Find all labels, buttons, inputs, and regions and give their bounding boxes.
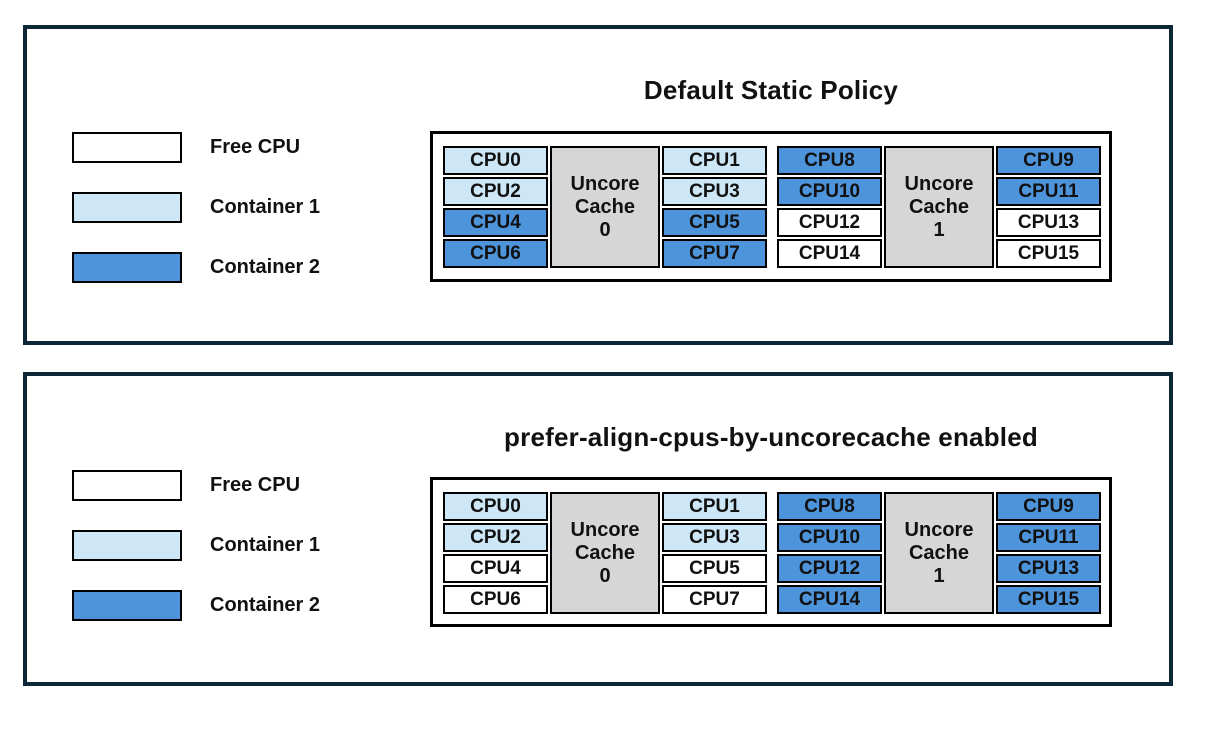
legend-swatch-free-cpu: [72, 470, 182, 501]
cpu-topology-diagram: CPU0 CPU2 CPU4 CPU6 Uncore Cache 0 CPU1 …: [430, 131, 1112, 282]
uncore-cache-0-box: Uncore Cache 0: [550, 492, 660, 614]
cpu-cell: CPU1: [662, 492, 767, 521]
cpu-cell: CPU12: [777, 208, 882, 237]
cpu-cell: CPU10: [777, 523, 882, 552]
legend-item-container-1: Container 1: [72, 192, 320, 223]
cpu-cell: CPU3: [662, 523, 767, 552]
legend-swatch-free-cpu: [72, 132, 182, 163]
cache-label-line: Uncore: [904, 172, 974, 195]
cpu-cell: CPU4: [443, 554, 548, 583]
legend-swatch-container-2: [72, 252, 182, 283]
cache-label-line: Cache: [574, 541, 636, 564]
legend-item-free-cpu: Free CPU: [72, 132, 320, 163]
cpu-cell: CPU9: [996, 146, 1101, 175]
uncore-cache-group-0: CPU0 CPU2 CPU4 CPU6 Uncore Cache 0 CPU1 …: [443, 492, 767, 614]
cpu-column-left: CPU0 CPU2 CPU4 CPU6: [443, 492, 548, 614]
cpu-cell: CPU13: [996, 208, 1101, 237]
cpu-column-right: CPU9 CPU11 CPU13 CPU15: [996, 146, 1101, 268]
panel-title: Default Static Policy: [643, 75, 899, 105]
cache-label-line: Cache: [574, 195, 636, 218]
cpu-cell: CPU6: [443, 239, 548, 268]
legend: Free CPU Container 1 Container 2: [72, 470, 320, 621]
cpu-topology-diagram: CPU0 CPU2 CPU4 CPU6 Uncore Cache 0 CPU1 …: [430, 477, 1112, 627]
cpu-column-left: CPU0 CPU2 CPU4 CPU6: [443, 146, 548, 268]
cpu-column-right: CPU9 CPU11 CPU13 CPU15: [996, 492, 1101, 614]
uncore-cache-group-0: CPU0 CPU2 CPU4 CPU6 Uncore Cache 0 CPU1 …: [443, 146, 767, 268]
legend-label: Container 1: [210, 196, 321, 218]
legend-label: Container 2: [210, 594, 321, 616]
legend-label: Free CPU: [210, 136, 301, 158]
legend-item-free-cpu: Free CPU: [72, 470, 320, 501]
cpu-cell: CPU15: [996, 585, 1101, 614]
cpu-cell: CPU6: [443, 585, 548, 614]
cpu-cell: CPU3: [662, 177, 767, 206]
cache-label-line: Uncore: [570, 518, 640, 541]
uncore-cache-group-1: CPU8 CPU10 CPU12 CPU14 Uncore Cache 1 CP…: [777, 146, 1101, 268]
legend-item-container-2: Container 2: [72, 590, 320, 621]
uncore-cache-1-box: Uncore Cache 1: [884, 492, 994, 614]
cpu-cell: CPU12: [777, 554, 882, 583]
uncore-cache-1-box: Uncore Cache 1: [884, 146, 994, 268]
uncore-cache-0-box: Uncore Cache 0: [550, 146, 660, 268]
cache-label-line: 0: [599, 218, 611, 241]
cache-label-line: Uncore: [904, 518, 974, 541]
panel-prefer-align-uncorecache: prefer-align-cpus-by-uncorecache enabled…: [23, 372, 1173, 686]
cpu-cell: CPU5: [662, 208, 767, 237]
cpu-column-left: CPU8 CPU10 CPU12 CPU14: [777, 146, 882, 268]
cpu-column-left: CPU8 CPU10 CPU12 CPU14: [777, 492, 882, 614]
cpu-cell: CPU1: [662, 146, 767, 175]
legend-swatch-container-1: [72, 192, 182, 223]
uncore-cache-group-1: CPU8 CPU10 CPU12 CPU14 Uncore Cache 1 CP…: [777, 492, 1101, 614]
cpu-cell: CPU10: [777, 177, 882, 206]
cache-label-line: 1: [933, 218, 945, 241]
panel-title: prefer-align-cpus-by-uncorecache enabled: [504, 422, 1038, 452]
cpu-cell: CPU13: [996, 554, 1101, 583]
cpu-cell: CPU8: [777, 492, 882, 521]
cpu-cell: CPU4: [443, 208, 548, 237]
cpu-cell: CPU0: [443, 492, 548, 521]
cpu-cell: CPU9: [996, 492, 1101, 521]
legend-swatch-container-2: [72, 590, 182, 621]
panel-default-static-policy: Default Static Policy Free CPU Container…: [23, 25, 1173, 345]
cpu-cell: CPU8: [777, 146, 882, 175]
cache-label-line: 0: [599, 564, 611, 587]
cpu-column-right: CPU1 CPU3 CPU5 CPU7: [662, 492, 767, 614]
cache-label-line: Cache: [908, 541, 970, 564]
cache-label-line: Uncore: [570, 172, 640, 195]
cpu-cell: CPU7: [662, 585, 767, 614]
legend-label: Container 2: [210, 256, 321, 278]
cpu-cell: CPU2: [443, 177, 548, 206]
legend-item-container-2: Container 2: [72, 252, 320, 283]
legend-swatch-container-1: [72, 530, 182, 561]
cache-label-line: 1: [933, 564, 945, 587]
legend-item-container-1: Container 1: [72, 530, 320, 561]
cpu-cell: CPU2: [443, 523, 548, 552]
cpu-cell: CPU5: [662, 554, 767, 583]
cpu-cell: CPU14: [777, 239, 882, 268]
legend-label: Free CPU: [210, 474, 301, 496]
cpu-cell: CPU7: [662, 239, 767, 268]
cache-label-line: Cache: [908, 195, 970, 218]
cpu-cell: CPU0: [443, 146, 548, 175]
cpu-cell: CPU14: [777, 585, 882, 614]
legend: Free CPU Container 1 Container 2: [72, 132, 320, 283]
cpu-cell: CPU11: [996, 177, 1101, 206]
cpu-cell: CPU11: [996, 523, 1101, 552]
cpu-cell: CPU15: [996, 239, 1101, 268]
legend-label: Container 1: [210, 534, 321, 556]
cpu-column-right: CPU1 CPU3 CPU5 CPU7: [662, 146, 767, 268]
